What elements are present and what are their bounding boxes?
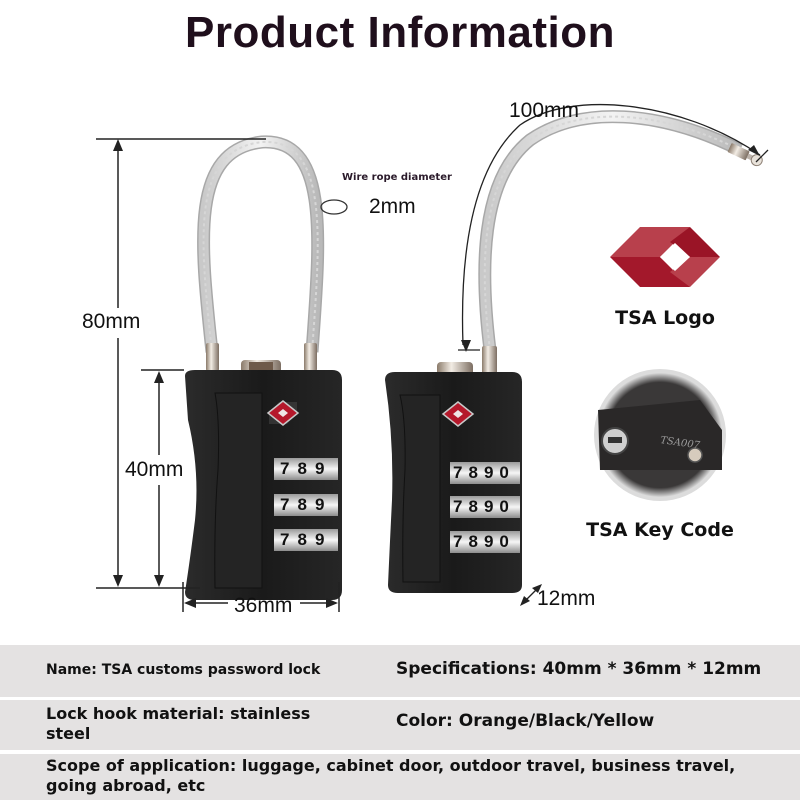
cable-length-label: 100mm <box>509 99 580 122</box>
product-illustration: TSA007 <box>96 104 769 612</box>
tsa-key-code-image: TSA007 <box>594 369 726 501</box>
spec-row-2: Lock hook material: stainless steel Colo… <box>0 700 800 750</box>
body-width-label: 36mm <box>234 594 293 617</box>
tsa-key-code-caption: TSA Key Code <box>586 519 734 541</box>
spec-name: Name: TSA customs password lock <box>46 662 321 678</box>
left-lock-image <box>96 135 348 612</box>
tsa-logo-icon <box>610 227 720 287</box>
spec-material: Lock hook material: stainless steel <box>46 704 311 743</box>
tsa-logo-caption: TSA Logo <box>615 307 715 329</box>
page-title: Product Information <box>185 8 615 57</box>
body-height-label: 40mm <box>125 458 184 481</box>
left-dial-row-2: 789 <box>280 495 333 514</box>
left-dial-row-1: 789 <box>280 459 333 478</box>
depth-label: 12mm <box>537 587 596 610</box>
right-lock-image <box>385 104 769 606</box>
height-total-label: 80mm <box>82 310 141 333</box>
spec-scope: Scope of application: luggage, cabinet d… <box>46 756 736 795</box>
wire-diameter-value: 2mm <box>369 195 416 218</box>
spec-row-3: Scope of application: luggage, cabinet d… <box>0 754 800 800</box>
right-dial-row-2: 7890 <box>453 497 515 516</box>
right-dial-row-3: 7890 <box>453 532 515 551</box>
spec-row-1: Name: TSA customs password lock Specific… <box>0 645 800 697</box>
wire-diameter-caption: Wire rope diameter <box>342 172 452 183</box>
spec-color: Color: Orange/Black/Yellow <box>396 711 655 731</box>
spec-specifications: Specifications: 40mm * 36mm * 12mm <box>396 659 762 679</box>
right-dial-row-1: 7890 <box>453 463 515 482</box>
left-dial-row-3: 789 <box>280 530 333 549</box>
